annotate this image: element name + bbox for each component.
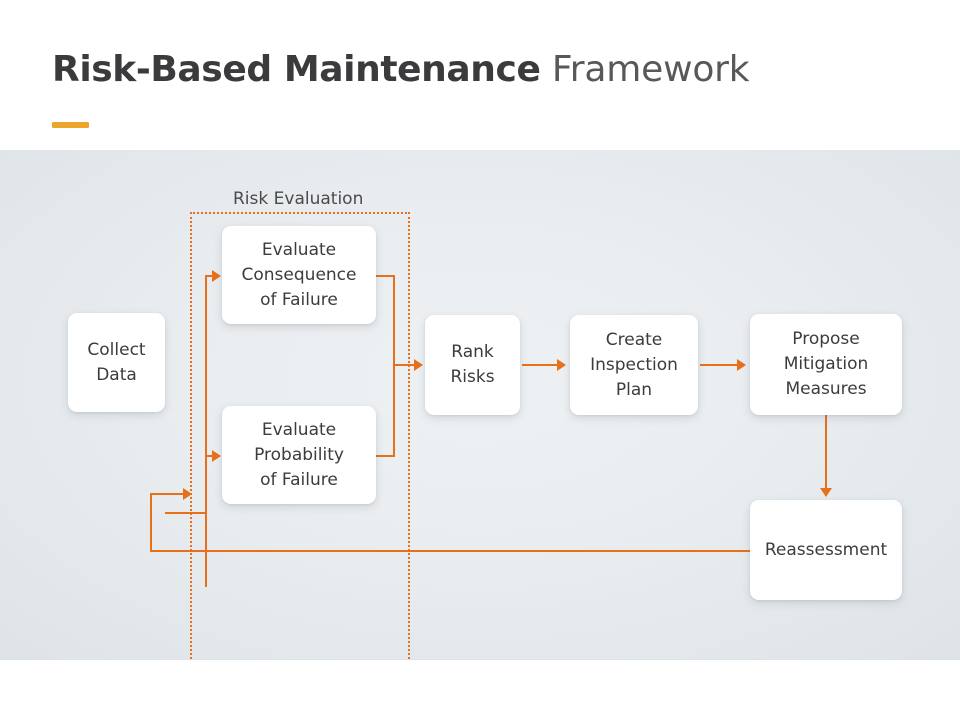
node-evaluate-probability-label: Evaluate Probability of Failure xyxy=(254,418,344,493)
node-collect-data[interactable]: Collect Data xyxy=(68,313,165,412)
node-evaluate-probability-line3: of Failure xyxy=(260,469,338,490)
header: Risk-Based Maintenance Framework xyxy=(0,0,960,150)
node-evaluate-probability-line2: Probability xyxy=(254,444,344,465)
edge-feedback-vertical xyxy=(150,493,152,552)
arrowhead-to-rank-risks-icon xyxy=(414,359,423,371)
edge-rank-to-inspection xyxy=(522,364,559,366)
node-propose-mitigation-line1: Propose xyxy=(792,329,860,349)
node-evaluate-consequence-line3: of Failure xyxy=(260,289,338,310)
node-create-inspection-plan-label: Create Inspection Plan xyxy=(590,328,678,403)
arrowhead-to-reassessment-icon xyxy=(820,488,832,497)
node-rank-risks-line2: Risks xyxy=(450,367,495,387)
node-create-inspection-plan[interactable]: Create Inspection Plan xyxy=(570,315,698,415)
node-evaluate-consequence-line1: Evaluate xyxy=(261,239,337,260)
edge-inspection-to-mitigation xyxy=(700,364,739,366)
edge-feedback-to-group xyxy=(150,493,185,495)
group-label-risk-evaluation: Risk Evaluation xyxy=(233,189,364,209)
node-propose-mitigation-label: Propose Mitigation Measures xyxy=(784,327,869,402)
edge-feedback-bottom xyxy=(150,550,752,552)
page-title-strong: Risk-Based Maintenance xyxy=(52,49,541,90)
node-rank-risks[interactable]: Rank Risks xyxy=(425,315,520,415)
node-rank-risks-label: Rank Risks xyxy=(450,340,494,390)
node-collect-data-line1: Collect xyxy=(87,339,146,360)
edge-merge-vertical xyxy=(393,275,395,457)
node-evaluate-consequence-line2: Consequence xyxy=(241,264,357,285)
footer: Source: https://www.fiixsoftware.com/mai… xyxy=(0,661,960,723)
arrowhead-to-evaluate-consequence-icon xyxy=(212,270,221,282)
node-reassessment-label: Reassessment xyxy=(764,539,888,560)
node-create-inspection-line2: Inspection xyxy=(590,354,678,375)
node-evaluate-consequence-of-failure[interactable]: Evaluate Consequence of Failure xyxy=(222,226,376,324)
node-evaluate-consequence-label: Evaluate Consequence of Failure xyxy=(242,238,357,313)
arrowhead-to-propose-mitigation-icon xyxy=(737,359,746,371)
arrowhead-feedback-to-risk-evaluation-icon xyxy=(183,488,192,500)
edge-probability-to-merge xyxy=(376,455,395,457)
arrowhead-to-create-inspection-plan-icon xyxy=(557,359,566,371)
group-box-risk-evaluation xyxy=(190,212,410,659)
node-collect-data-label: Collect Data xyxy=(87,338,145,388)
node-create-inspection-line1: Create xyxy=(605,329,663,350)
page-title: Risk-Based Maintenance Framework xyxy=(52,48,750,92)
node-rank-risks-line1: Rank xyxy=(451,342,494,362)
node-propose-mitigation-line3: Measures xyxy=(785,379,867,399)
edge-merge-to-rank-risks xyxy=(393,364,417,366)
edge-split-to-consequence xyxy=(205,275,216,277)
edge-consequence-to-merge xyxy=(376,275,395,277)
title-accent-bar xyxy=(52,122,89,128)
edge-mitigation-to-reassessment xyxy=(825,415,827,490)
edge-collect-to-split-horizontal xyxy=(165,512,207,514)
node-create-inspection-line3: Plan xyxy=(615,379,653,400)
diagram-panel: Risk Evaluation Collect xyxy=(0,150,960,660)
page-title-light: Framework xyxy=(551,49,750,90)
edge-split-to-probability xyxy=(205,455,216,457)
edge-split-vertical xyxy=(205,275,207,587)
node-evaluate-probability-of-failure[interactable]: Evaluate Probability of Failure xyxy=(222,406,376,504)
node-reassessment[interactable]: Reassessment xyxy=(750,500,902,600)
node-evaluate-probability-line1: Evaluate xyxy=(261,419,337,440)
node-propose-mitigation-line2: Mitigation xyxy=(783,354,869,374)
node-collect-data-line2: Data xyxy=(96,364,137,385)
arrowhead-to-evaluate-probability-icon xyxy=(212,450,221,462)
node-propose-mitigation-measures[interactable]: Propose Mitigation Measures xyxy=(750,314,902,415)
